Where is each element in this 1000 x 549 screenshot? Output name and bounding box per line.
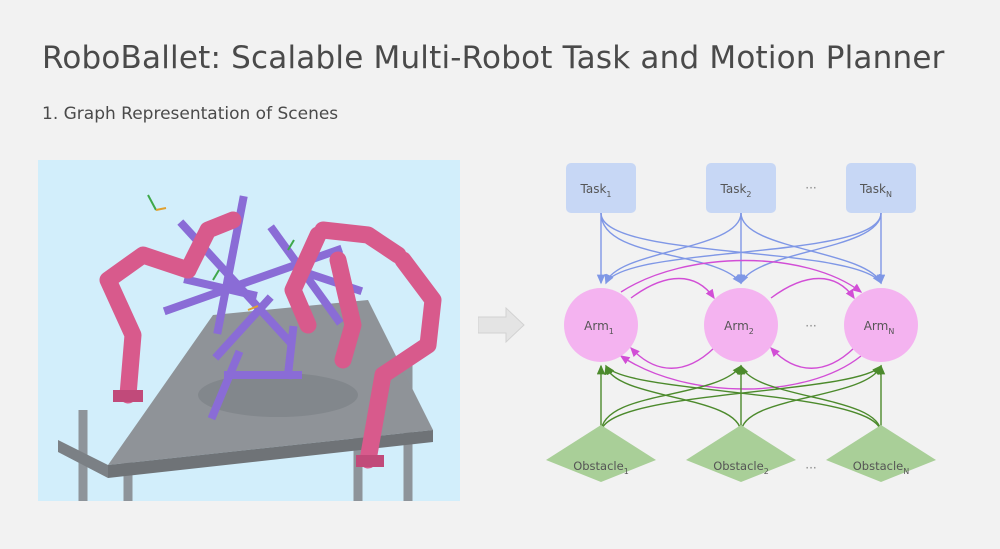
arm-arm-edges (619, 259, 863, 390)
slide-title: RoboBallet: Scalable Multi-Robot Task an… (42, 40, 945, 76)
obstacle-ellipsis: ··· (805, 461, 816, 475)
svg-text:Arm1: Arm1 (584, 319, 614, 336)
svg-text:TaskN: TaskN (859, 182, 892, 199)
arm-node-n: ArmN (844, 288, 918, 362)
svg-text:ArmN: ArmN (864, 319, 895, 336)
svg-text:Task2: Task2 (720, 182, 752, 199)
task-node-1: Task1 (566, 163, 636, 213)
robot-scene-image (38, 160, 460, 501)
task-arm-edges (596, 212, 886, 285)
task-node-2: Task2 (706, 163, 776, 213)
right-arrow-icon (478, 306, 525, 344)
obstacle-node-n: ObstacleN (826, 425, 936, 482)
svg-text:Arm2: Arm2 (724, 319, 754, 336)
obstacle-arm-edges (596, 364, 886, 434)
task-node-n: TaskN (846, 163, 916, 213)
svg-text:ObstacleN: ObstacleN (853, 459, 910, 476)
arm-ellipsis: ··· (805, 319, 816, 333)
svg-text:Obstacle1: Obstacle1 (573, 459, 629, 476)
scene-graph-diagram: Task1 Task2 TaskN ··· Arm1 Arm2 ArmN ···… (546, 163, 936, 482)
section-heading: 1. Graph Representation of Scenes (42, 104, 339, 124)
arm-node-2: Arm2 (704, 288, 778, 362)
obstacle-node-2: Obstacle2 (686, 425, 796, 482)
svg-text:Task1: Task1 (580, 182, 612, 199)
arm-node-1: Arm1 (564, 288, 638, 362)
task-ellipsis: ··· (805, 181, 816, 195)
svg-text:Obstacle2: Obstacle2 (713, 459, 769, 476)
obstacle-node-1: Obstacle1 (546, 425, 656, 482)
